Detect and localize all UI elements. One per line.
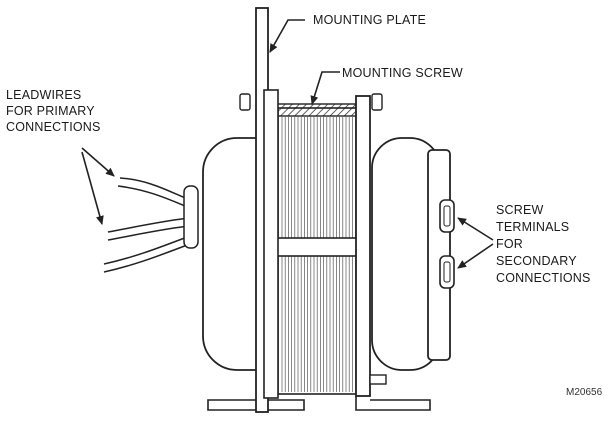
label-terminals-line3: FOR [496,237,523,251]
right-bracket [355,95,431,411]
label-leadwires-line1: LEADWIRES [6,88,81,102]
label-terminals-line2: TERMINALS [496,220,569,234]
leadwires [103,177,199,273]
label-terminals-line5: CONNECTIONS [496,271,591,285]
label-leadwires-line3: CONNECTIONS [6,120,101,134]
lamination-stack [271,107,367,395]
label-terminals-line1: SCREW [496,203,544,217]
callout-lines [81,19,494,269]
label-mounting-plate: MOUNTING PLATE [313,13,426,27]
label-terminals-line4: SECONDARY [496,254,577,268]
label-leadwires-line2: FOR PRIMARY [6,104,95,118]
screw-terminals [439,199,455,289]
mounting-plate [207,7,305,413]
label-mounting-screw: MOUNTING SCREW [342,66,463,80]
figure-id: M20656 [566,387,603,398]
